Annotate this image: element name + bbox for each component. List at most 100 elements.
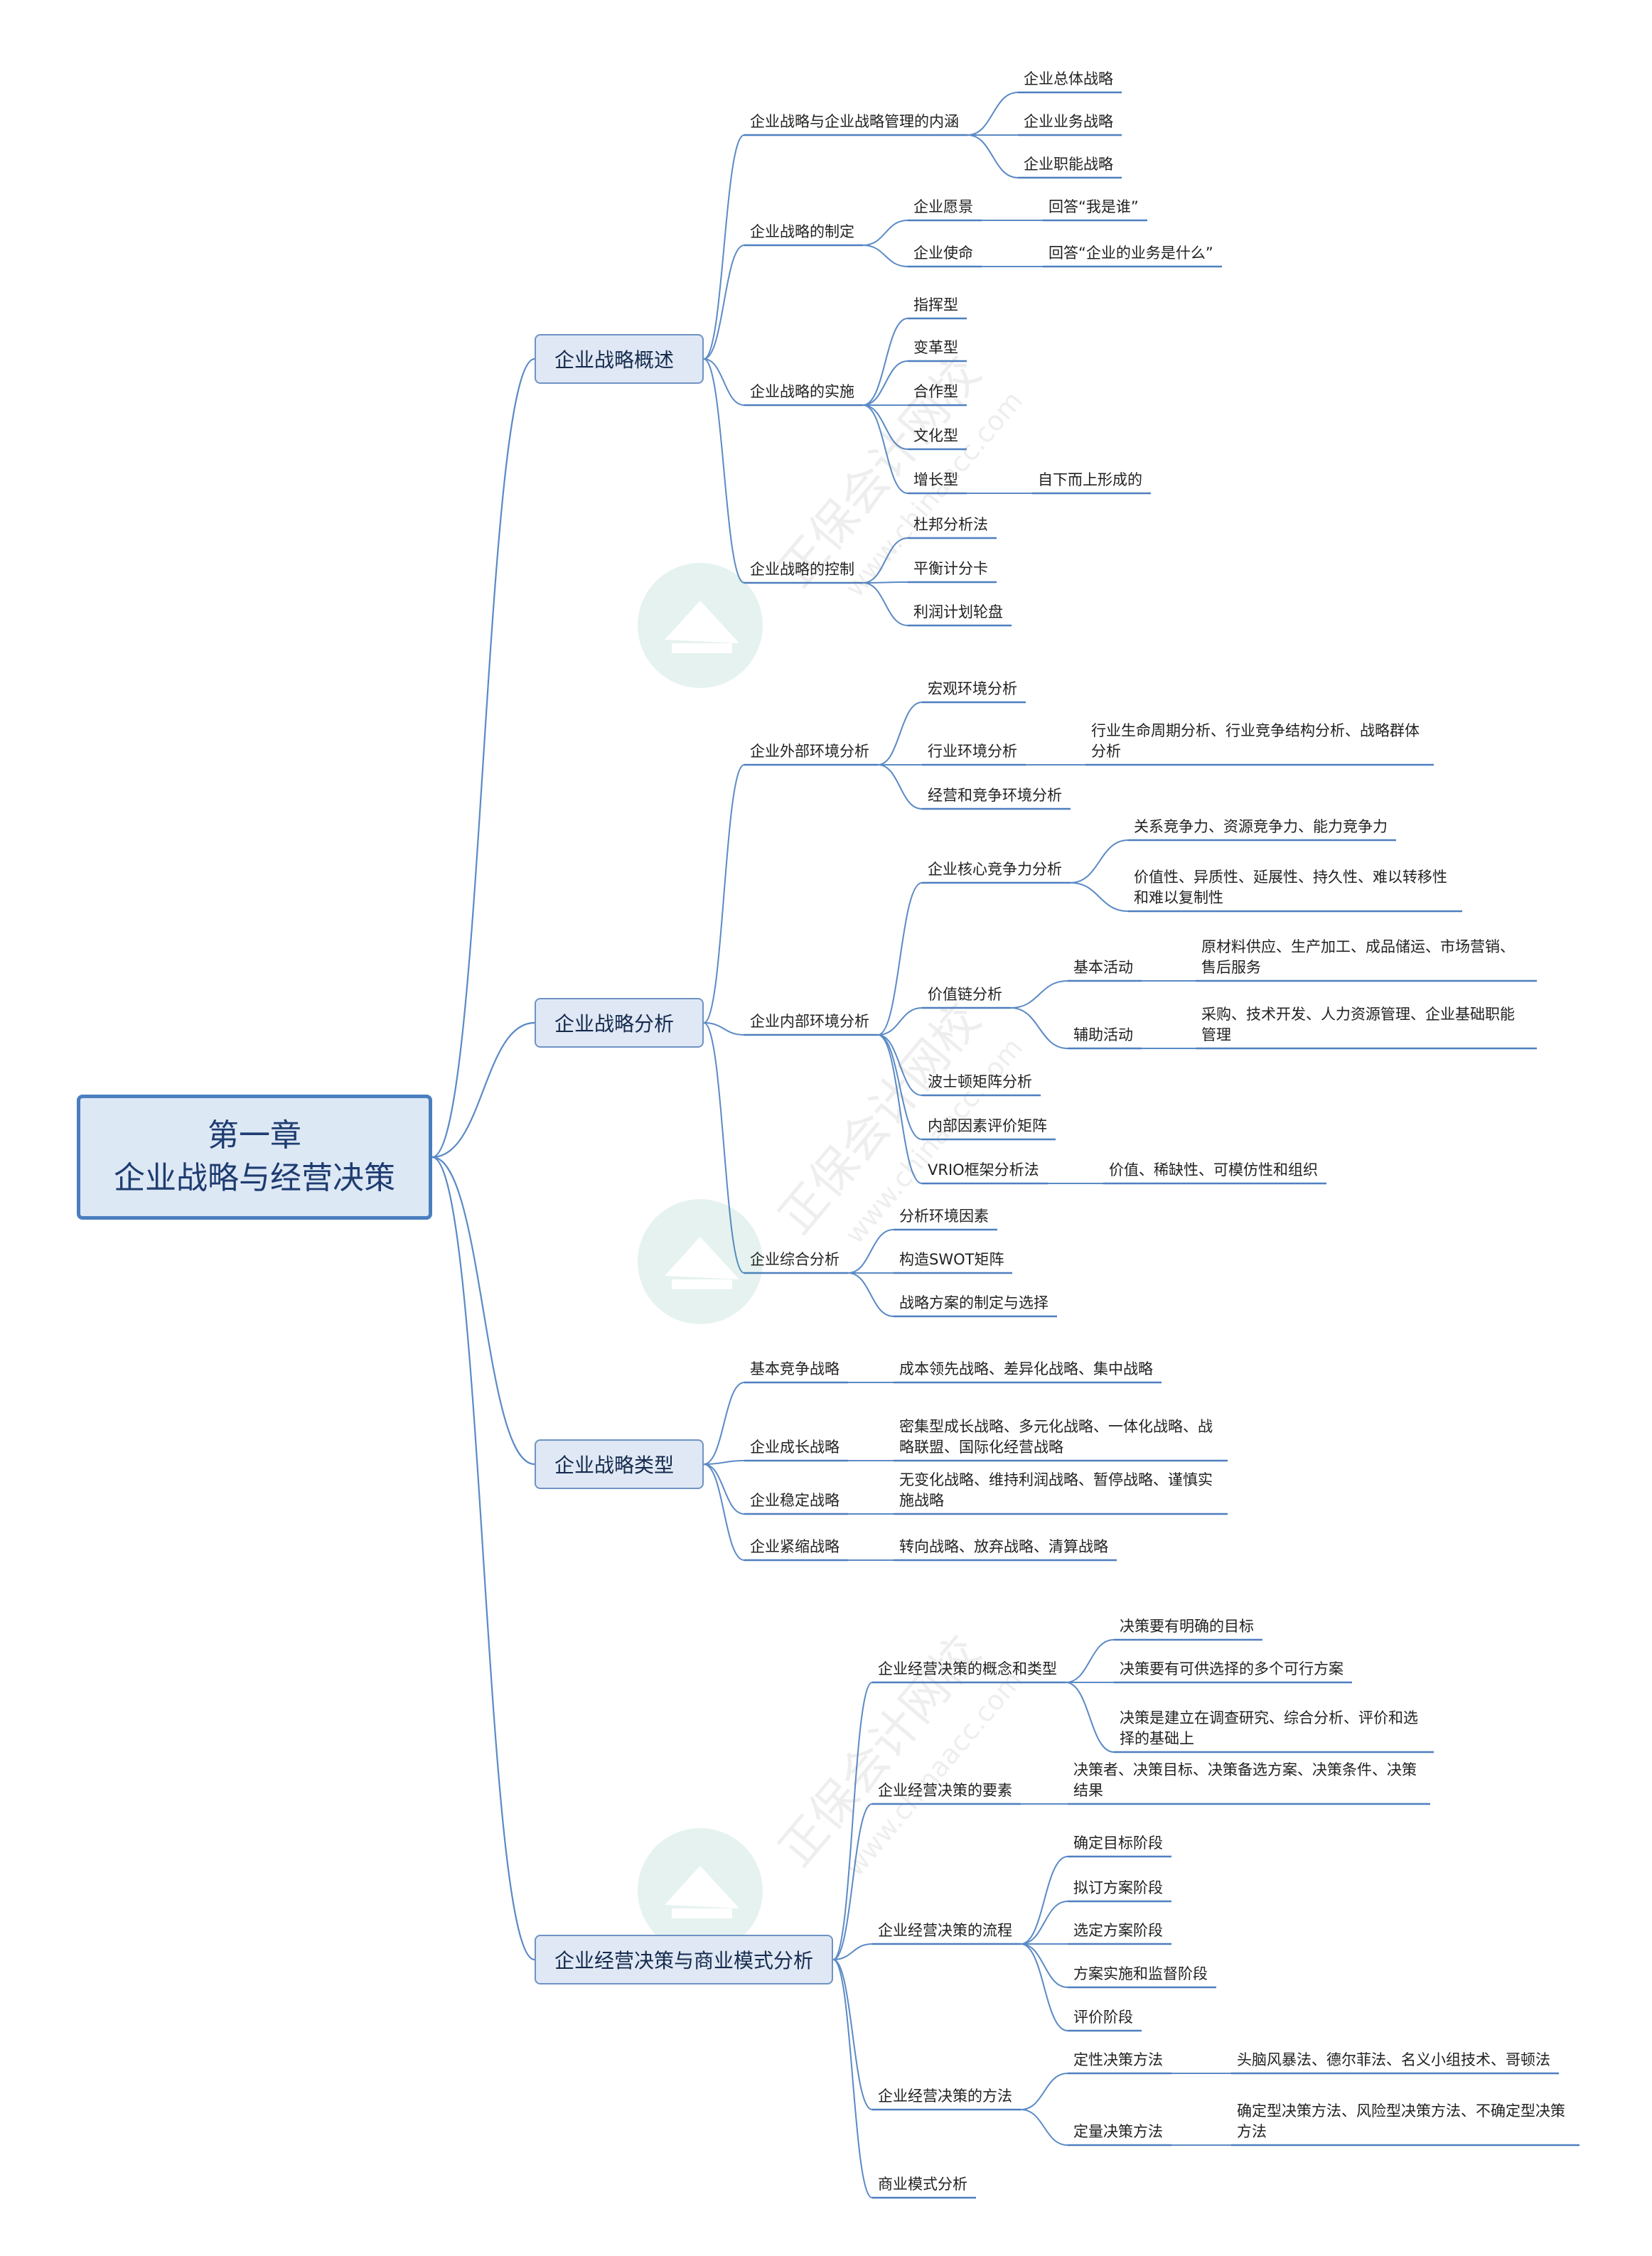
detail-topic[interactable]: 选定方案阶段 bbox=[1073, 1922, 1163, 1939]
detail-topic[interactable]: 利润计划轮盘 bbox=[913, 603, 1003, 621]
leaf-topic[interactable]: 基本活动 bbox=[1073, 959, 1133, 976]
detail-topic[interactable]: 行业环境分析 bbox=[928, 743, 1017, 760]
connector-line bbox=[703, 358, 745, 406]
detail-topic[interactable]: 平衡计分卡 bbox=[913, 560, 988, 577]
detail-topic[interactable]: 增长型 bbox=[913, 471, 958, 488]
connector-line bbox=[877, 764, 923, 810]
connector-line bbox=[1010, 1007, 1068, 1049]
subtopic[interactable]: 企业战略的控制 bbox=[750, 561, 854, 578]
detail-topic[interactable]: 评价阶段 bbox=[1073, 2009, 1133, 2026]
detail-topic[interactable]: 企业职能战略 bbox=[1024, 156, 1113, 173]
detail-topic[interactable]: 企业总体战略 bbox=[1024, 70, 1113, 87]
detail-topic[interactable]: 杜邦分析法 bbox=[913, 516, 988, 533]
detail-topic[interactable]: 企业使命 bbox=[913, 245, 973, 262]
detail-topic[interactable]: 指挥型 bbox=[913, 296, 958, 313]
leaf-topic[interactable]: 辅助活动 bbox=[1073, 1026, 1133, 1043]
subtopic[interactable]: 商业模式分析 bbox=[878, 2176, 967, 2193]
connector-line bbox=[877, 882, 923, 1036]
detail-topic[interactable]: VRIO框架分析法 bbox=[928, 1161, 1039, 1178]
subtopic[interactable]: 企业战略的制定 bbox=[750, 223, 854, 240]
detail-topic[interactable]: 合作型 bbox=[913, 383, 958, 400]
detail-topic[interactable]: 决策要有可供选择的多个可行方案 bbox=[1120, 1660, 1343, 1677]
leaf-topic[interactable]: 头脑风暴法、德尔菲法、名义小组技术、哥顿法 bbox=[1237, 2051, 1550, 2068]
detail-topic[interactable]: 无变化战略、维持利润战略、暂停战略、谨慎实施战略 bbox=[899, 1471, 1213, 1509]
branch-topic-1[interactable]: 企业战略概述 bbox=[535, 334, 704, 384]
detail-topic[interactable]: 波士顿矩阵分析 bbox=[928, 1073, 1032, 1090]
branch-topic-3[interactable]: 企业战略类型 bbox=[535, 1439, 704, 1489]
subtopic[interactable]: 企业经营决策的方法 bbox=[878, 2088, 1012, 2105]
connector-line bbox=[1020, 1943, 1068, 2031]
connector-line bbox=[1065, 1682, 1115, 1753]
subtopic[interactable]: 企业经营决策的流程 bbox=[878, 1922, 1012, 1939]
connector-line bbox=[703, 1463, 745, 1561]
connector-line bbox=[832, 1943, 873, 1960]
leaf-topic[interactable]: 采购、技术开发、人力资源管理、企业基础职能管理 bbox=[1201, 1006, 1515, 1043]
leaf-topic[interactable]: 价值性、异质性、延展性、持久性、难以转移性和难以复制性 bbox=[1134, 869, 1447, 906]
detail-topic[interactable]: 定性决策方法 bbox=[1073, 2051, 1163, 2068]
connector-line bbox=[1010, 980, 1068, 1009]
subtopic[interactable]: 企业战略与企业战略管理的内涵 bbox=[750, 113, 959, 130]
detail-topic[interactable]: 企业业务战略 bbox=[1024, 113, 1113, 130]
connector-line bbox=[703, 1460, 745, 1465]
detail-topic[interactable]: 企业核心竞争力分析 bbox=[928, 861, 1062, 878]
leaf-topic[interactable]: 关系竞争力、资源竞争力、能力竞争力 bbox=[1134, 818, 1388, 835]
connector-line bbox=[1020, 1856, 1068, 1945]
connector-line bbox=[832, 1682, 873, 1960]
subtopic[interactable]: 企业稳定战略 bbox=[750, 1492, 840, 1509]
leaf-topic[interactable]: 自下而上形成的 bbox=[1038, 471, 1142, 488]
connector-line bbox=[832, 1959, 873, 2110]
detail-topic[interactable]: 价值链分析 bbox=[928, 986, 1002, 1003]
connector-line bbox=[862, 245, 908, 267]
detail-topic[interactable]: 成本领先战略、差异化战略、集中战略 bbox=[899, 1360, 1153, 1377]
leaf-topic[interactable]: 价值、稀缺性、可模仿性和组织 bbox=[1109, 1161, 1318, 1178]
branch-topic-2[interactable]: 企业战略分析 bbox=[535, 998, 704, 1048]
detail-topic[interactable]: 构造SWOT矩阵 bbox=[899, 1251, 1004, 1268]
subtopic[interactable]: 基本竞争战略 bbox=[750, 1360, 840, 1377]
detail-topic[interactable]: 决策要有明确的目标 bbox=[1120, 1618, 1254, 1635]
subtopic[interactable]: 企业外部环境分析 bbox=[750, 743, 869, 760]
detail-topic[interactable]: 经营和竞争环境分析 bbox=[928, 787, 1062, 804]
connector-line bbox=[1020, 1943, 1068, 1988]
detail-topic[interactable]: 方案实施和监督阶段 bbox=[1073, 1965, 1208, 1982]
detail-topic[interactable]: 战略方案的制定与选择 bbox=[899, 1294, 1048, 1311]
leaf-topic[interactable]: 回答“企业的业务是什么” bbox=[1048, 245, 1213, 262]
detail-topic[interactable]: 确定目标阶段 bbox=[1073, 1835, 1163, 1852]
root-title-line1: 第一章 bbox=[208, 1117, 301, 1154]
detail-topic[interactable]: 定量决策方法 bbox=[1073, 2123, 1163, 2140]
detail-topic[interactable]: 企业愿景 bbox=[913, 198, 973, 215]
subtopic[interactable]: 企业内部环境分析 bbox=[750, 1013, 869, 1030]
root-topic[interactable]: 第一章 企业战略与经营决策 bbox=[77, 1095, 432, 1220]
detail-topic[interactable]: 内部因素评价矩阵 bbox=[928, 1117, 1047, 1134]
subtopic[interactable]: 企业经营决策的概念和类型 bbox=[878, 1660, 1057, 1677]
detail-topic[interactable]: 分析环境因素 bbox=[899, 1208, 989, 1225]
connector-line bbox=[832, 1959, 873, 2198]
detail-topic[interactable]: 转向战略、放弃战略、清算战略 bbox=[899, 1538, 1108, 1555]
leaf-topic[interactable]: 回答“我是谁” bbox=[1048, 198, 1139, 215]
connector-line bbox=[1020, 2073, 1068, 2110]
detail-topic[interactable]: 变革型 bbox=[913, 339, 958, 356]
connector-line bbox=[1020, 1901, 1068, 1945]
detail-topic[interactable]: 决策者、决策目标、决策备选方案、决策条件、决策结果 bbox=[1073, 1761, 1417, 1799]
leaf-topic[interactable]: 行业生命周期分析、行业竞争结构分析、战略群体分析 bbox=[1091, 722, 1420, 760]
connector-line bbox=[1065, 1639, 1115, 1683]
detail-topic[interactable]: 宏观环境分析 bbox=[928, 680, 1017, 697]
leaf-topic[interactable]: 原材料供应、生产加工、成品储运、市场营销、售后服务 bbox=[1201, 938, 1515, 976]
subtopic[interactable]: 企业经营决策的要素 bbox=[878, 1782, 1012, 1799]
leaf-topic[interactable]: 确定型决策方法、风险型决策方法、不确定型决策方法 bbox=[1237, 2102, 1565, 2140]
connector-line bbox=[703, 1463, 745, 1515]
connector-line bbox=[847, 1229, 894, 1274]
subtopic[interactable]: 企业紧缩战略 bbox=[750, 1538, 840, 1555]
subtopic[interactable]: 企业战略的实施 bbox=[750, 383, 854, 400]
subtopic[interactable]: 企业成长战略 bbox=[750, 1439, 840, 1456]
detail-topic[interactable]: 密集型成长战略、多元化战略、一体化战略、战略联盟、国际化经营战略 bbox=[899, 1418, 1213, 1456]
detail-topic[interactable]: 拟订方案阶段 bbox=[1073, 1879, 1163, 1896]
branch-topic-4[interactable]: 企业经营决策与商业模式分析 bbox=[535, 1935, 834, 1984]
subtopic[interactable]: 企业综合分析 bbox=[750, 1251, 840, 1268]
detail-topic[interactable]: 决策是建立在调查研究、综合分析、评价和选择的基础上 bbox=[1120, 1709, 1418, 1747]
connector-line bbox=[862, 582, 908, 626]
detail-topic[interactable]: 文化型 bbox=[913, 427, 958, 444]
connector-line bbox=[862, 360, 908, 406]
